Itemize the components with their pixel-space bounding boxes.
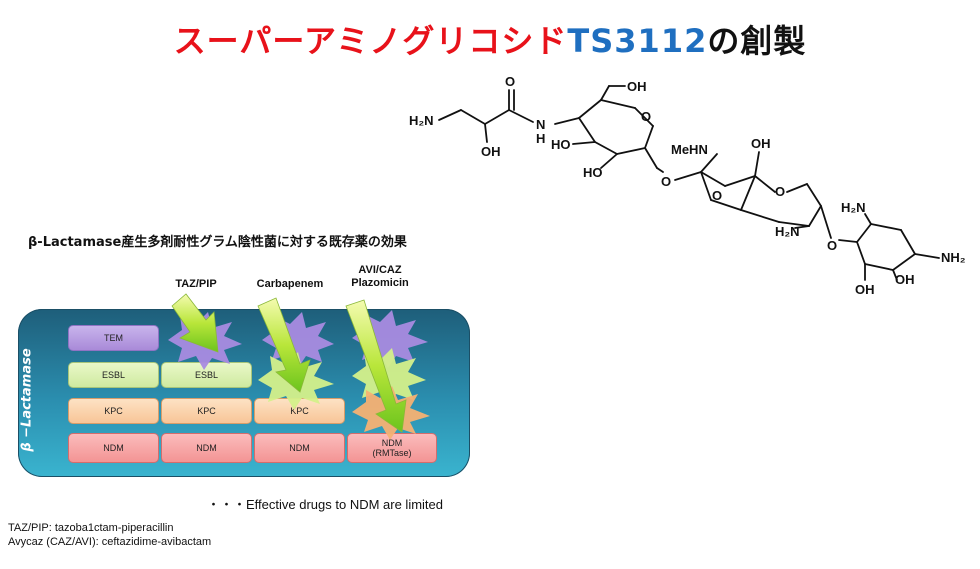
mol-label-mehn: MeHN xyxy=(671,142,708,157)
mol-label-oh-b1: OH xyxy=(855,282,875,297)
mol-label-h-nh: H xyxy=(536,131,545,146)
mol-label-h2n-mid: H₂N xyxy=(775,224,800,239)
mol-label-ring-o3: O xyxy=(712,188,722,203)
cell-esbl-1: ESBL xyxy=(68,362,159,388)
cell-tem-1: TEM xyxy=(68,325,159,351)
page-title: スーパーアミノグリコシドTS3112の創製 xyxy=(0,16,980,62)
title-katakana: スーパーアミノグリコシド xyxy=(173,22,568,60)
mol-label-ring-o2: O xyxy=(775,184,785,199)
title-suffix: の創製 xyxy=(707,22,807,60)
arrow-taz-pip xyxy=(171,293,219,353)
cell-ndm-rmtase: NDM (RMTase) xyxy=(347,433,437,463)
arrow-carbapenem xyxy=(257,297,311,393)
mol-label-ho2: HO xyxy=(583,165,603,180)
drug-label-avi-caz: AVI/CAZ Plazomicin xyxy=(351,264,409,289)
mol-label-oh-chain: OH xyxy=(481,144,501,159)
ts3112-structure: H₂N O OH N H OH HO HO O O MeHN OH O O H₂… xyxy=(409,74,966,297)
footnote-taz-pip: TAZ/PIP: tazoba1ctam-piperacillin xyxy=(8,522,174,534)
cell-esbl-2: ESBL xyxy=(161,362,252,388)
mol-label-nh: N xyxy=(536,117,545,132)
arrow-avi-caz xyxy=(345,299,407,433)
footnote-avycaz: Avycaz (CAZ/AVI): ceftazidime-avibactam xyxy=(8,536,212,548)
cell-kpc-3: KPC xyxy=(254,398,345,424)
diagram-subtitle: β-Lactamase産生多剤耐性グラム陰性菌に対する既存薬の効果 xyxy=(28,235,407,250)
cell-ndm-2: NDM xyxy=(161,433,252,463)
mol-label-h2n-left: H₂N xyxy=(409,113,434,128)
cell-ndm-3: NDM xyxy=(254,433,345,463)
title-compound-code: TS3112 xyxy=(567,22,708,60)
mol-label-link-o2: O xyxy=(827,238,837,253)
drug-label-taz-pip: TAZ/PIP xyxy=(175,278,217,290)
mol-label-link-o1: O xyxy=(661,174,671,189)
mol-label-nh2: NH₂ xyxy=(941,250,966,265)
mol-label-ho1: HO xyxy=(551,137,571,152)
mol-label-ring-o1: O xyxy=(641,109,651,124)
mol-label-oh-b2: OH xyxy=(895,272,915,287)
drug-label-carbapenem: Carbapenem xyxy=(256,278,324,290)
mol-label-oh-ring2: OH xyxy=(751,136,771,151)
mol-label-o-top: O xyxy=(505,74,515,89)
cell-kpc-2: KPC xyxy=(161,398,252,424)
ndm-note: ・・・Effective drugs to NDM are limited xyxy=(207,497,443,512)
cell-ndm-1: NDM xyxy=(68,433,159,463)
cell-kpc-1: KPC xyxy=(68,398,159,424)
mol-label-oh-top: OH xyxy=(627,79,647,94)
mol-label-h2n-right: H₂N xyxy=(841,200,866,215)
